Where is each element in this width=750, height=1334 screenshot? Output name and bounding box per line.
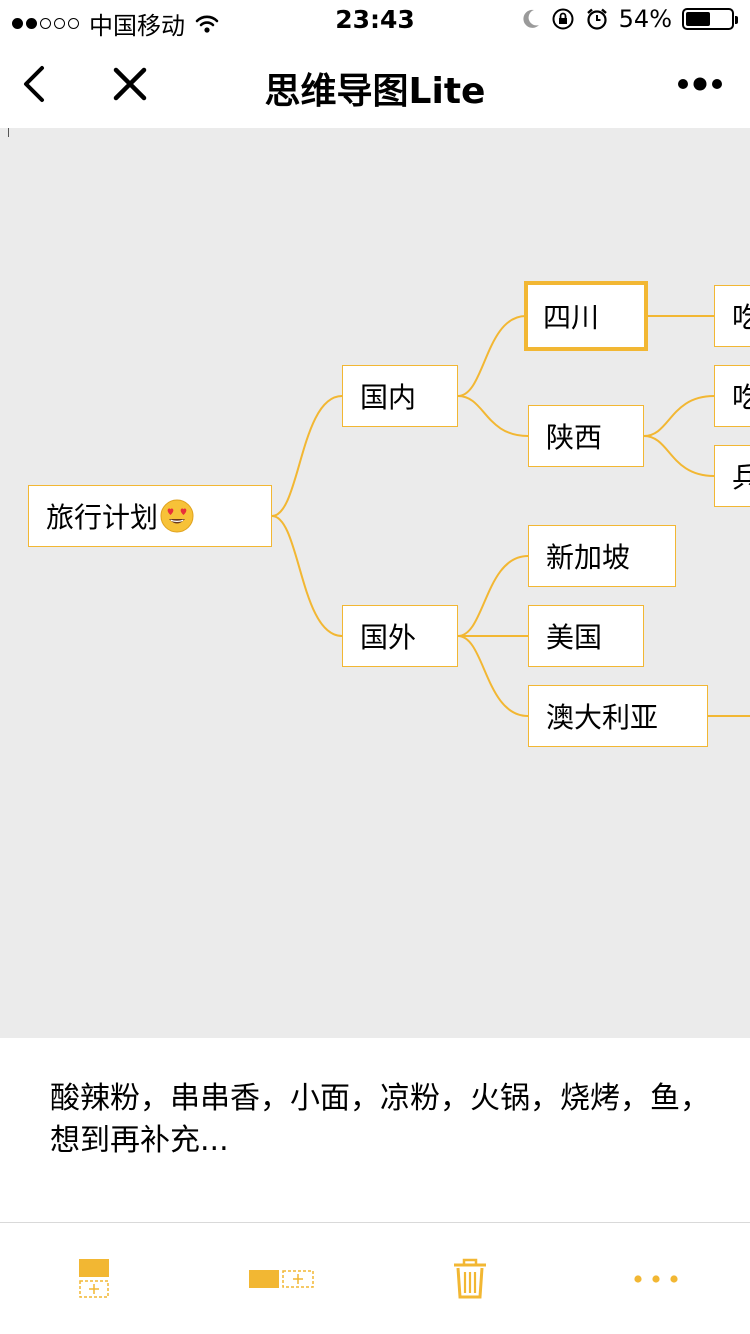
node-note-text[interactable]: 酸辣粉，串串香，小面，凉粉，火锅，烧烤，鱼，想到再补充... (50, 1081, 710, 1158)
node-abroad[interactable]: 国外 (342, 605, 458, 667)
carrier-name: 中国移动 (89, 12, 185, 40)
battery-icon (682, 8, 738, 30)
moon-icon (523, 9, 539, 28)
node-shaanxi[interactable]: 陕西 (528, 405, 644, 467)
trash-icon[interactable] (448, 1251, 492, 1307)
status-time: 23:43 (335, 5, 415, 34)
battery-percent: 54% (618, 5, 672, 33)
node-sichuan-label: 四川 (543, 301, 600, 334)
add-sibling-node-icon[interactable] (246, 1251, 318, 1307)
node-usa[interactable]: 美国 (528, 605, 644, 667)
mindmap-canvas[interactable]: 旅行计划 国内 国外 四川 陕西 新加坡 美国 澳大利亚 吃 吃 兵 (0, 128, 750, 1038)
close-icon[interactable] (106, 60, 154, 108)
bottom-toolbar (0, 1223, 750, 1334)
toolbar-divider (0, 1222, 750, 1223)
node-sichuan-selected[interactable]: 四川 (524, 281, 648, 351)
node-domestic-label: 国内 (360, 381, 417, 414)
node-sichuan-child-label: 吃 (732, 296, 750, 336)
node-shaanxi-label: 陕西 (546, 421, 603, 454)
node-shaanxi-child1-label: 吃 (732, 376, 750, 416)
wifi-icon (195, 15, 219, 33)
mindmap-links (271, 315, 750, 717)
nav-bar: 思维导图Lite (0, 40, 750, 128)
back-chevron-icon[interactable] (12, 60, 60, 108)
node-singapore[interactable]: 新加坡 (528, 525, 676, 587)
rotation-lock-icon (552, 8, 574, 30)
more-dots-icon[interactable] (628, 1251, 684, 1307)
root-node-label: 旅行计划 (46, 501, 159, 534)
node-australia-label: 澳大利亚 (546, 701, 659, 734)
node-shaanxi-child2-clipped[interactable]: 兵 (714, 445, 750, 507)
page-title: 思维导图Lite (264, 71, 486, 112)
status-bar: 中国移动 23:43 54% (0, 0, 750, 40)
alarm-icon (586, 8, 607, 30)
node-domestic[interactable]: 国内 (342, 365, 458, 427)
text-cursor (8, 128, 9, 137)
signal-strength-icon (12, 18, 79, 29)
node-australia[interactable]: 澳大利亚 (528, 685, 708, 747)
node-shaanxi-child1-clipped[interactable]: 吃 (714, 365, 750, 427)
node-note-panel[interactable]: 酸辣粉，串串香，小面，凉粉，火锅，烧烤，鱼，想到再补充... (0, 1038, 750, 1223)
heart-eyes-emoji-icon (160, 499, 194, 533)
node-abroad-label: 国外 (360, 621, 417, 654)
root-node[interactable]: 旅行计划 (28, 485, 272, 547)
node-shaanxi-child2-label: 兵 (732, 456, 750, 496)
more-dots-icon[interactable] (676, 60, 724, 108)
node-singapore-label: 新加坡 (546, 541, 631, 574)
node-sichuan-child-clipped[interactable]: 吃 (714, 285, 750, 347)
signal-carrier: 中国移动 (12, 6, 219, 41)
node-usa-label: 美国 (546, 621, 603, 654)
add-child-node-icon[interactable] (72, 1251, 116, 1307)
